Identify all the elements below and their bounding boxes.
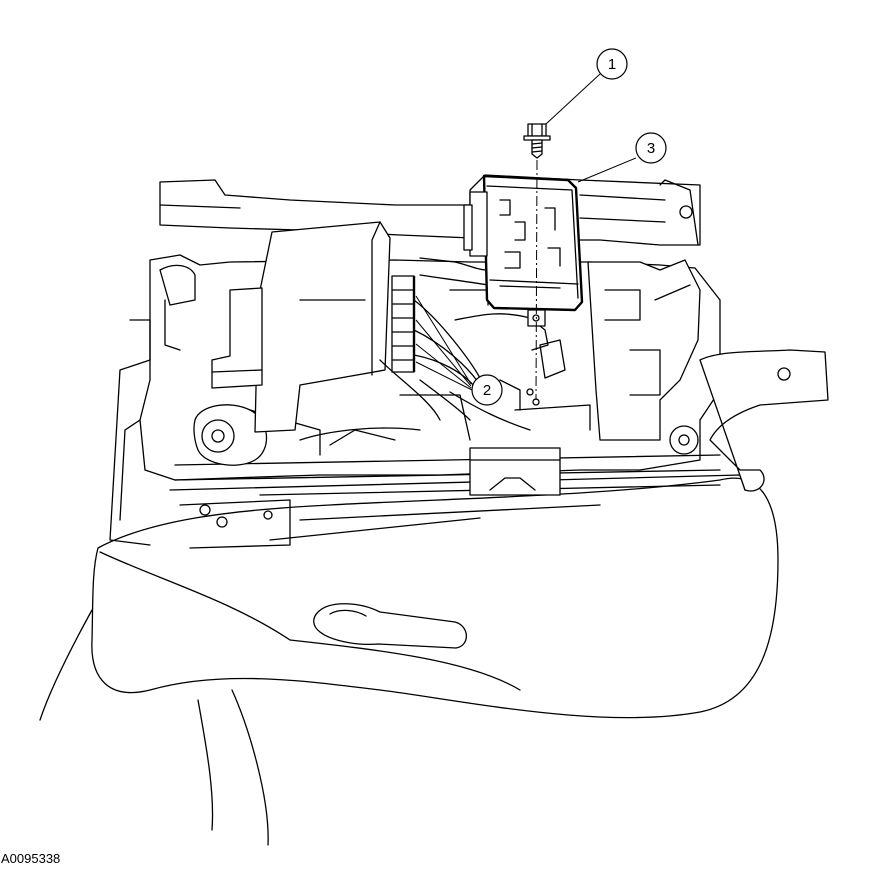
leader-3 xyxy=(577,157,637,183)
leader-lines xyxy=(415,73,637,391)
leader-2a xyxy=(415,295,472,385)
figure-id-label: A0095338 xyxy=(1,851,61,866)
leader-1 xyxy=(545,73,601,125)
callout-2: 2 xyxy=(471,374,503,406)
leader-2d xyxy=(415,361,473,391)
seat-back-stub xyxy=(39,609,269,846)
installation-centerline xyxy=(535,159,538,401)
leader-2c xyxy=(415,343,472,389)
left-module-housing xyxy=(211,221,391,433)
callout-2-number: 2 xyxy=(483,382,491,399)
seat-cushion xyxy=(91,477,779,719)
leader-2b xyxy=(415,319,472,387)
connector-block xyxy=(391,275,416,373)
bolt xyxy=(523,123,551,159)
mounting-hole xyxy=(532,398,540,406)
callout-3: 3 xyxy=(635,132,667,164)
callout-1-number: 1 xyxy=(608,56,616,73)
seat-control-module xyxy=(463,174,584,327)
callout-1: 1 xyxy=(596,48,628,80)
callout-3-number: 3 xyxy=(647,140,655,157)
